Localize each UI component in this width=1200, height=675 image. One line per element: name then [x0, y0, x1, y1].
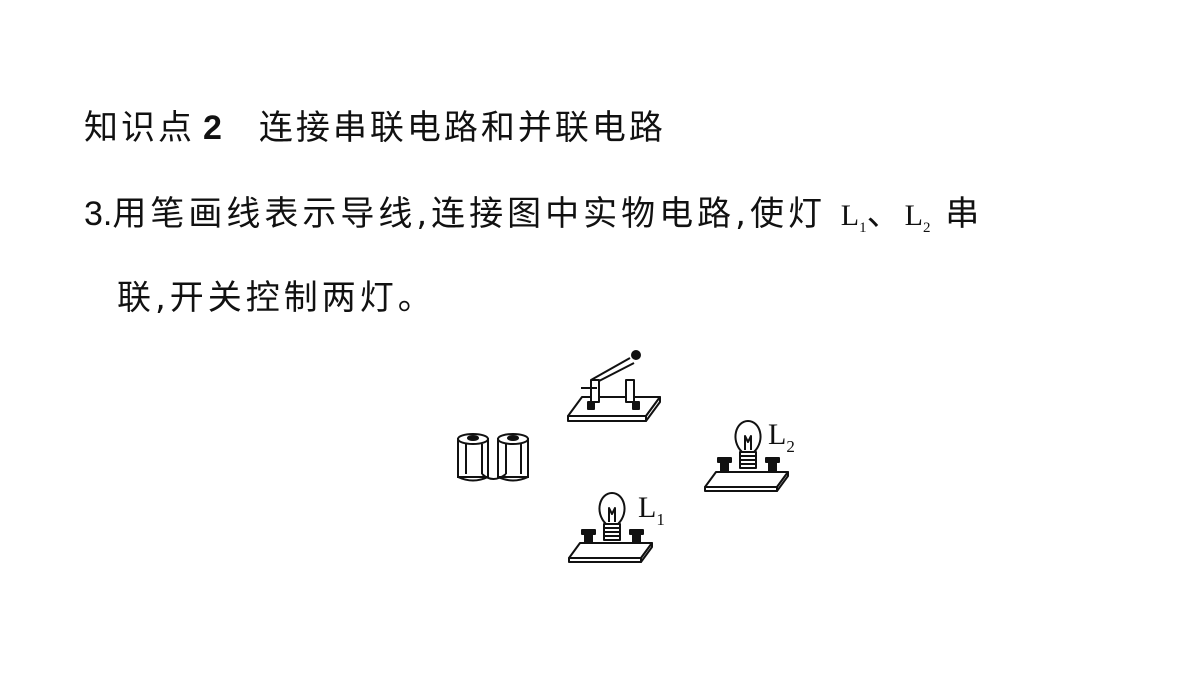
lamp-a-label: L1	[840, 199, 867, 236]
knife-switch	[567, 350, 661, 422]
heading-prefix: 知识点	[84, 108, 195, 148]
question-line-1: 3.用笔画线表示导线,连接图中实物电路,使灯 L1、L2 串	[84, 186, 983, 237]
heading-number: 2	[203, 109, 225, 147]
lamp-b-label: L2	[904, 199, 931, 236]
heading-title: 连接串联电路和并联电路	[258, 108, 666, 148]
question-text: 用笔画线表示导线,连接图中实物电路,使灯	[112, 194, 826, 234]
question-number: 3.	[84, 195, 113, 233]
separator: 、	[866, 194, 905, 234]
lamp-l2-label: L2	[768, 418, 795, 456]
lamp-l1-label: L1	[638, 491, 665, 529]
lamp-l2	[704, 420, 789, 492]
question-line1-end: 串	[945, 194, 984, 234]
lamp-l1	[568, 492, 653, 563]
question-line-2: 联,开关控制两灯。	[117, 278, 436, 318]
battery-pack	[457, 433, 529, 482]
